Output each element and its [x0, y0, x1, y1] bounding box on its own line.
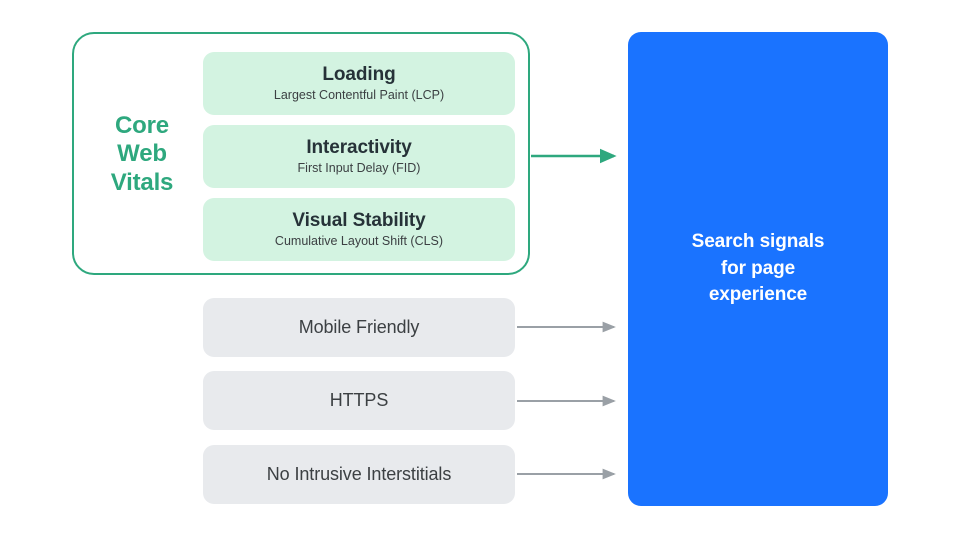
core-web-vitals-label-line-1: Core — [115, 112, 169, 139]
vital-subtitle: First Input Delay (FID) — [297, 161, 421, 175]
vital-subtitle: Largest Contentful Paint (LCP) — [273, 88, 445, 102]
core-web-vitals-label-line-2: Web — [117, 140, 167, 168]
vital-card-loading[interactable]: Loading Largest Contentful Paint (LCP) — [203, 52, 515, 115]
vital-card-visual-stability[interactable]: Visual Stability Cumulative Layout Shift… — [203, 198, 515, 261]
vital-title: Interactivity — [306, 136, 412, 158]
signal-card-label: HTTPS — [329, 390, 389, 410]
vital-title: Loading — [322, 63, 396, 85]
core-web-vitals-group — [72, 32, 530, 275]
core-web-vitals-label: Core Web Vitals — [92, 112, 192, 197]
search-signals-panel-text: Search signals for page experience — [691, 230, 825, 306]
signal-card-label: No Intrusive Interstitials — [266, 464, 452, 484]
signal-card-https[interactable]: HTTPS — [203, 371, 515, 430]
search-signals-panel[interactable]: Search signals for page experience — [628, 32, 888, 506]
signal-card-no-intrusive-interstitials[interactable]: No Intrusive Interstitials — [203, 445, 515, 504]
signal-card-label: Mobile Friendly — [298, 317, 420, 337]
vital-card-interactivity[interactable]: Interactivity First Input Delay (FID) — [203, 125, 515, 188]
signal-card-mobile-friendly[interactable]: Mobile Friendly — [203, 298, 515, 357]
vital-title: Visual Stability — [292, 209, 426, 231]
vital-subtitle: Cumulative Layout Shift (CLS) — [274, 234, 444, 248]
core-web-vitals-label-line-3: Vitals — [110, 168, 174, 196]
